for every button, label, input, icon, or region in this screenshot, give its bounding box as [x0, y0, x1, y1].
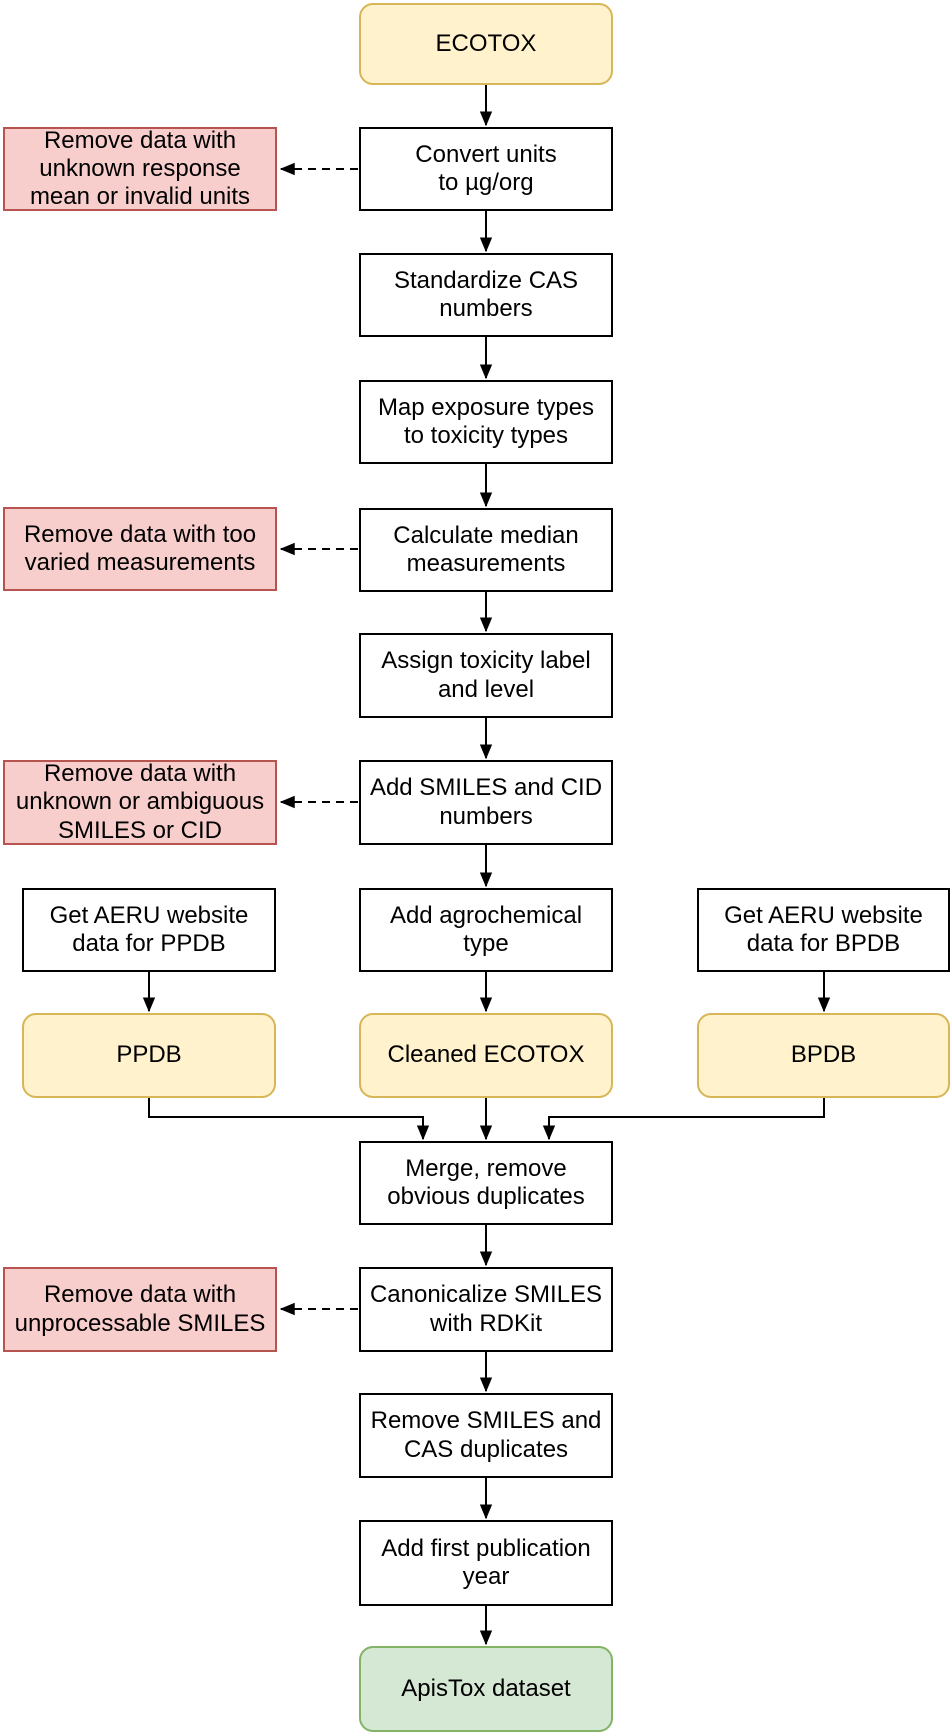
node-add-publication-year: Add first publication year: [359, 1520, 613, 1606]
node-convert-units: Convert units to µg/org: [359, 127, 613, 211]
node-ecotox: ECOTOX: [359, 3, 613, 85]
node-get-aeru-bpdb: Get AERU website data for BPDB: [697, 888, 950, 972]
node-remove-ambiguous: Remove data with unknown or ambiguous SM…: [3, 760, 277, 845]
node-remove-varied: Remove data with too varied measurements: [3, 507, 277, 591]
arrow-bpdb-to-merge: [542, 1098, 825, 1141]
node-map-exposure: Map exposure types to toxicity types: [359, 380, 613, 464]
node-assign-toxicity: Assign toxicity label and level: [359, 633, 613, 718]
node-ppdb: PPDB: [22, 1013, 276, 1098]
node-standardize-cas: Standardize CAS numbers: [359, 253, 613, 337]
node-remove-unknown-response: Remove data with unknown response mean o…: [3, 127, 277, 211]
node-merge: Merge, remove obvious duplicates: [359, 1141, 613, 1225]
node-remove-unprocessable: Remove data with unprocessable SMILES: [3, 1267, 277, 1352]
node-get-aeru-ppdb: Get AERU website data for PPDB: [22, 888, 276, 972]
arrow-ppdb-to-merge: [148, 1098, 430, 1141]
node-bpdb: BPDB: [697, 1013, 950, 1098]
node-cleaned-ecotox: Cleaned ECOTOX: [359, 1013, 613, 1098]
node-add-smiles-cid: Add SMILES and CID numbers: [359, 760, 613, 845]
node-calculate-median: Calculate median measurements: [359, 508, 613, 592]
node-canonicalize: Canonicalize SMILES with RDKit: [359, 1267, 613, 1352]
node-remove-duplicates: Remove SMILES and CAS duplicates: [359, 1393, 613, 1478]
node-apistox: ApisTox dataset: [359, 1646, 613, 1732]
node-add-agrochemical: Add agrochemical type: [359, 888, 613, 972]
